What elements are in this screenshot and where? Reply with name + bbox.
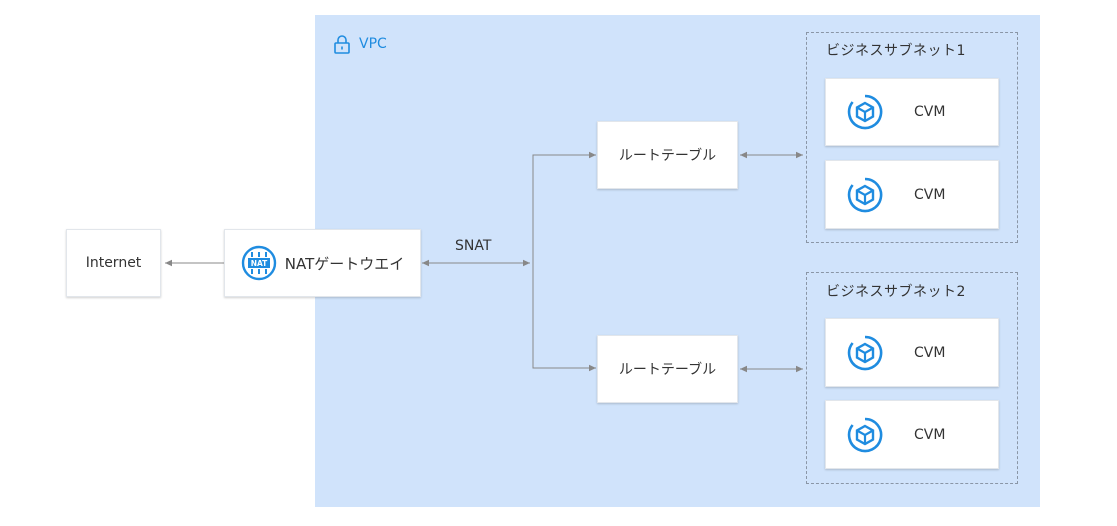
subnet-1 — [806, 32, 1018, 243]
cvm-icon — [847, 335, 883, 370]
cvm-node: CVM — [825, 160, 999, 229]
cvm-label: CVM — [914, 186, 946, 203]
snat-label: SNAT — [455, 238, 492, 254]
route-table-2-label: ルートテーブル — [618, 362, 717, 378]
subnet-2-label: ビジネスサブネット2 — [826, 284, 966, 300]
route-table-1-label: ルートテーブル — [618, 148, 717, 164]
internet-label: Internet — [85, 255, 142, 271]
cvm-node: CVM — [825, 318, 999, 387]
nat-gateway-node: NAT NATゲートウエイ — [224, 229, 421, 297]
nat-gateway-label: NATゲートウエイ — [284, 254, 405, 273]
cvm-node: CVM — [825, 78, 999, 146]
route-table-2: ルートテーブル — [597, 335, 738, 403]
vpc-label-text: VPC — [359, 36, 387, 52]
subnet-1-label: ビジネスサブネット1 — [826, 43, 966, 59]
subnet-2 — [806, 272, 1018, 484]
cvm-icon — [847, 177, 883, 212]
lock-icon — [334, 35, 350, 54]
cvm-label: CVM — [914, 104, 946, 120]
internet-node: Internet — [66, 229, 161, 297]
snat-branch — [532, 154, 594, 369]
cvm-icon — [847, 94, 883, 130]
cvm-label: CVM — [914, 344, 946, 361]
cvm-node: CVM — [825, 400, 999, 469]
cvm-icon — [847, 417, 883, 452]
vpc-label: VPC — [333, 33, 387, 55]
svg-text:NAT: NAT — [250, 259, 267, 268]
route-table-1: ルートテーブル — [597, 121, 738, 189]
nat-gateway-icon: NAT — [241, 245, 276, 281]
cvm-label: CVM — [914, 426, 946, 443]
